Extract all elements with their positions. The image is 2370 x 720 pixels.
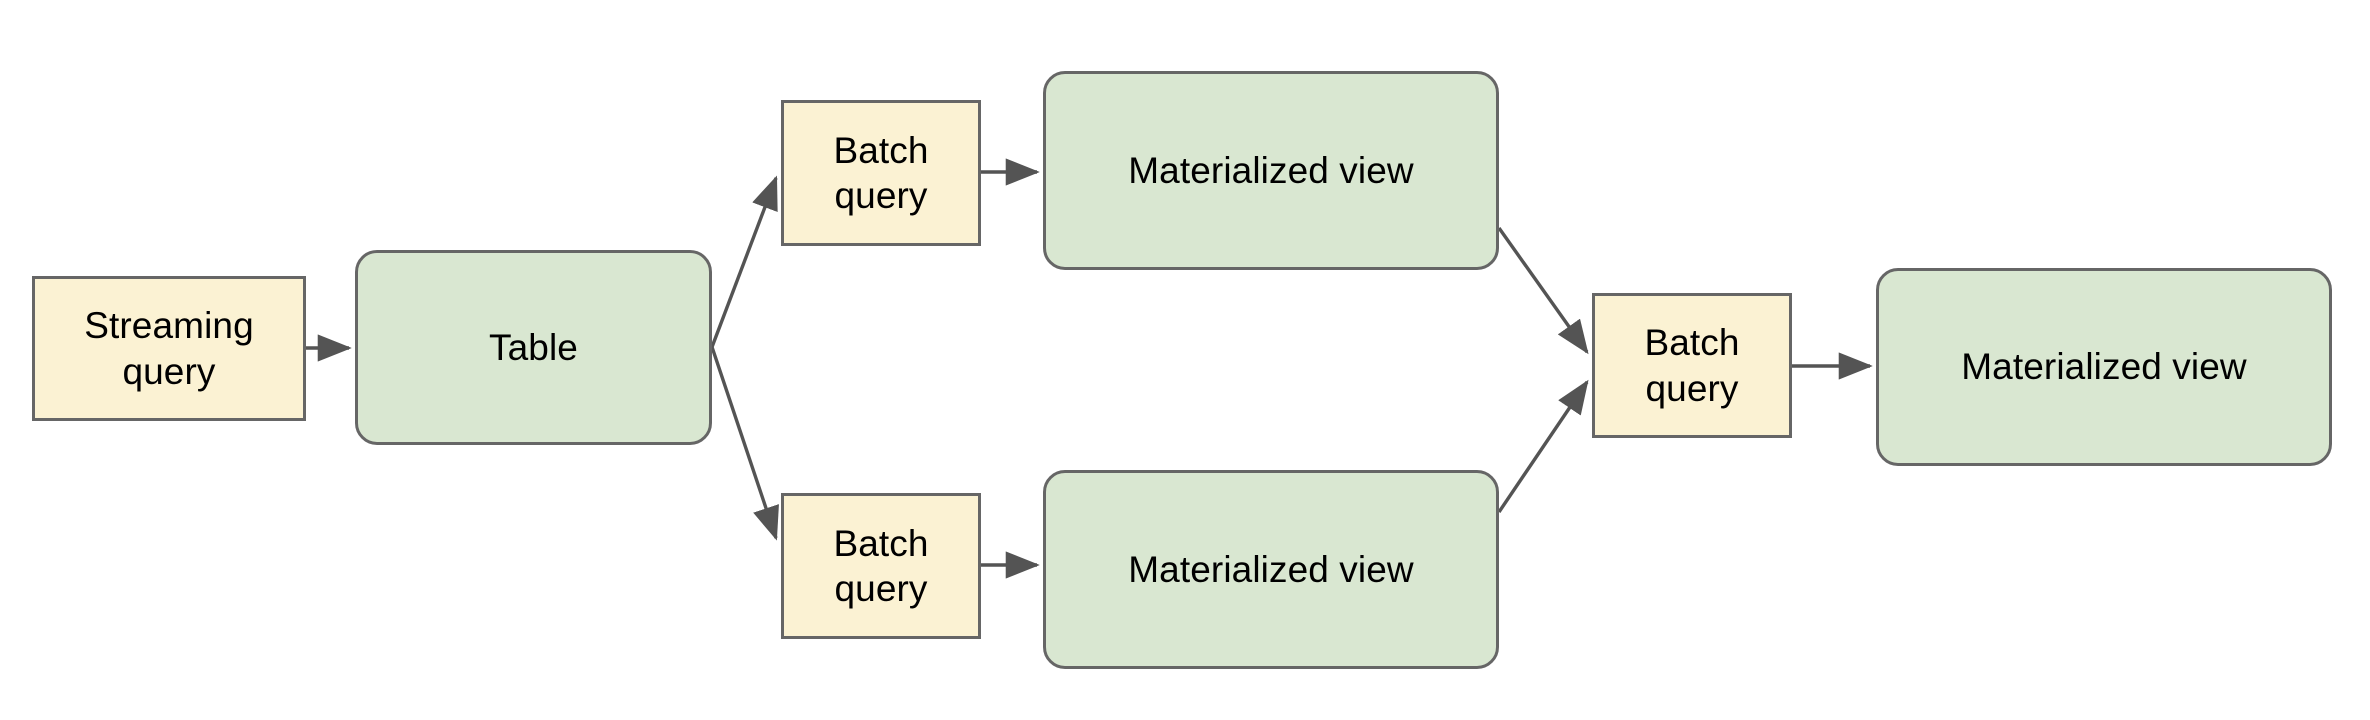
node-streaming-query-label: Streaming query bbox=[84, 305, 254, 392]
node-materialized-view-top[interactable]: Materialized view bbox=[1043, 71, 1499, 270]
edge-table-to-batch-query-bottom bbox=[710, 346, 779, 541]
node-materialized-view-right[interactable]: Materialized view bbox=[1876, 268, 2332, 466]
node-materialized-view-top-label: Materialized view bbox=[1128, 149, 1414, 191]
node-materialized-view-right-label: Materialized view bbox=[1961, 346, 2247, 388]
node-batch-query-bottom[interactable]: Batch query bbox=[781, 493, 981, 639]
node-batch-query-middle-label: Batch query bbox=[1644, 322, 1740, 409]
node-materialized-view-bottom-label: Materialized view bbox=[1128, 548, 1414, 590]
node-batch-query-top-label: Batch query bbox=[833, 129, 929, 216]
edge-table-to-batch-query-top bbox=[710, 175, 778, 348]
node-materialized-view-bottom[interactable]: Materialized view bbox=[1043, 470, 1499, 669]
node-batch-query-bottom-label: Batch query bbox=[833, 522, 929, 609]
edge-mv-bottom-to-batch-query-middle bbox=[1497, 379, 1589, 513]
node-table-label: Table bbox=[489, 326, 578, 368]
node-streaming-query[interactable]: Streaming query bbox=[32, 276, 306, 421]
edge-mv-top-to-batch-query-middle bbox=[1497, 227, 1589, 355]
node-batch-query-top[interactable]: Batch query bbox=[781, 100, 981, 246]
node-batch-query-middle[interactable]: Batch query bbox=[1592, 293, 1792, 438]
node-table[interactable]: Table bbox=[355, 250, 712, 445]
